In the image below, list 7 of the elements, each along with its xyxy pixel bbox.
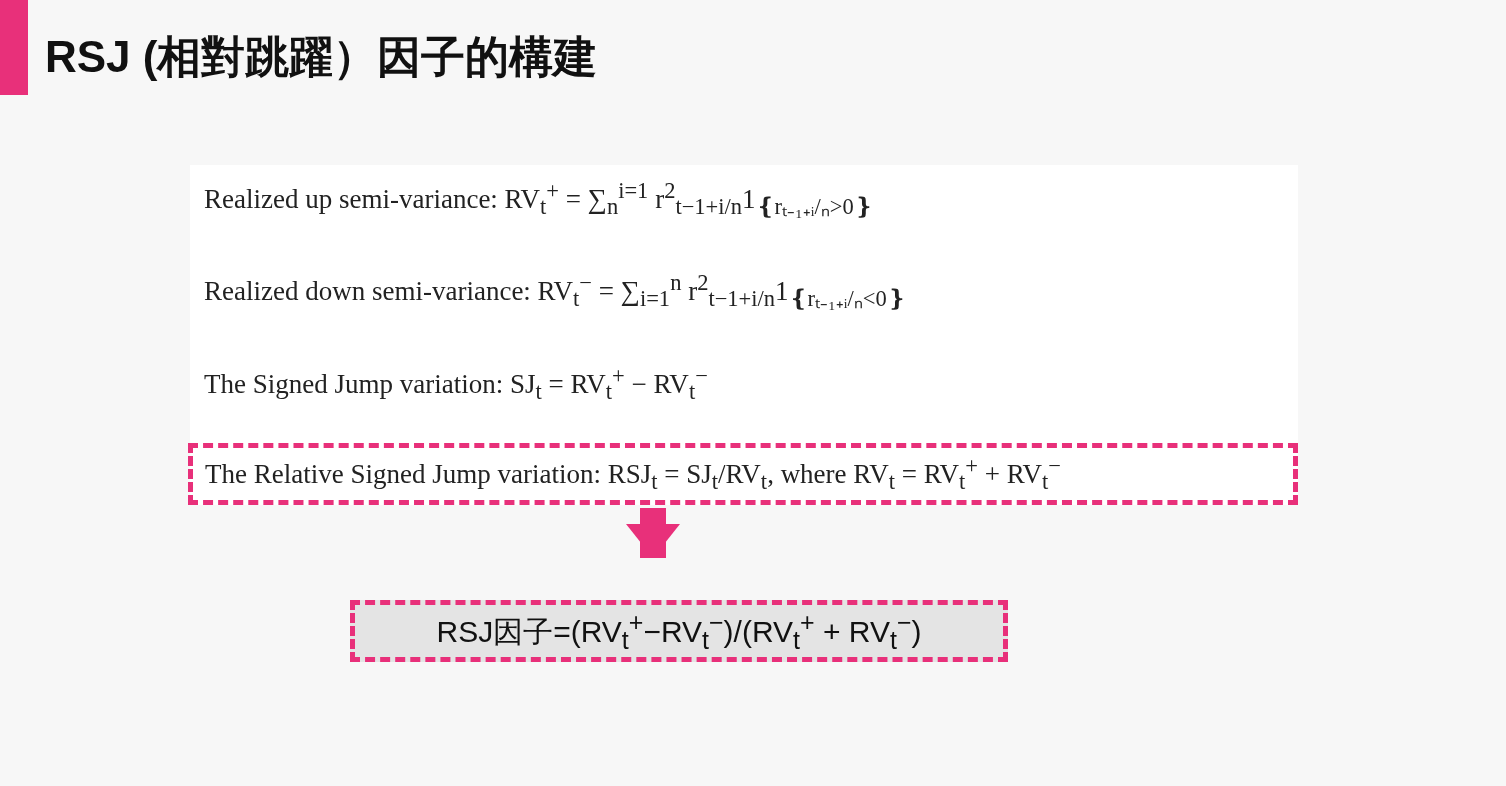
formula-text: Realized down semi-variance: RV$_{t}$$^{−}$ = ∑$_{i=1}$$^{n}$ r$^{2}$$_{t−1+i/n}$1$_{❴rₜ₋₁₊ᵢ/ₙ<0❵}$	[204, 270, 906, 314]
arrow	[626, 508, 680, 558]
formula-text: Realized up semi-variance: RV$_{t}$$^{+}$ = ∑$_{n}$$^{i=1}$ r$^{2}$$_{t−1+i/n}$1$_{❴rₜ₋₁₊ᵢ/ₙ>0❵}$	[204, 178, 873, 222]
result-box	[350, 600, 1008, 662]
formula-text: RSJ因子=(RV$_{t}$$^{+}$−RV$_{t}$$^{−}$)/(RV$_{t}$$^{+}$ + RV$_{t}$$^{−}$)	[436, 607, 922, 655]
slide-title: RSJ (相對跳躍）因子的構建	[45, 31, 598, 83]
highlight-box	[188, 443, 1298, 505]
